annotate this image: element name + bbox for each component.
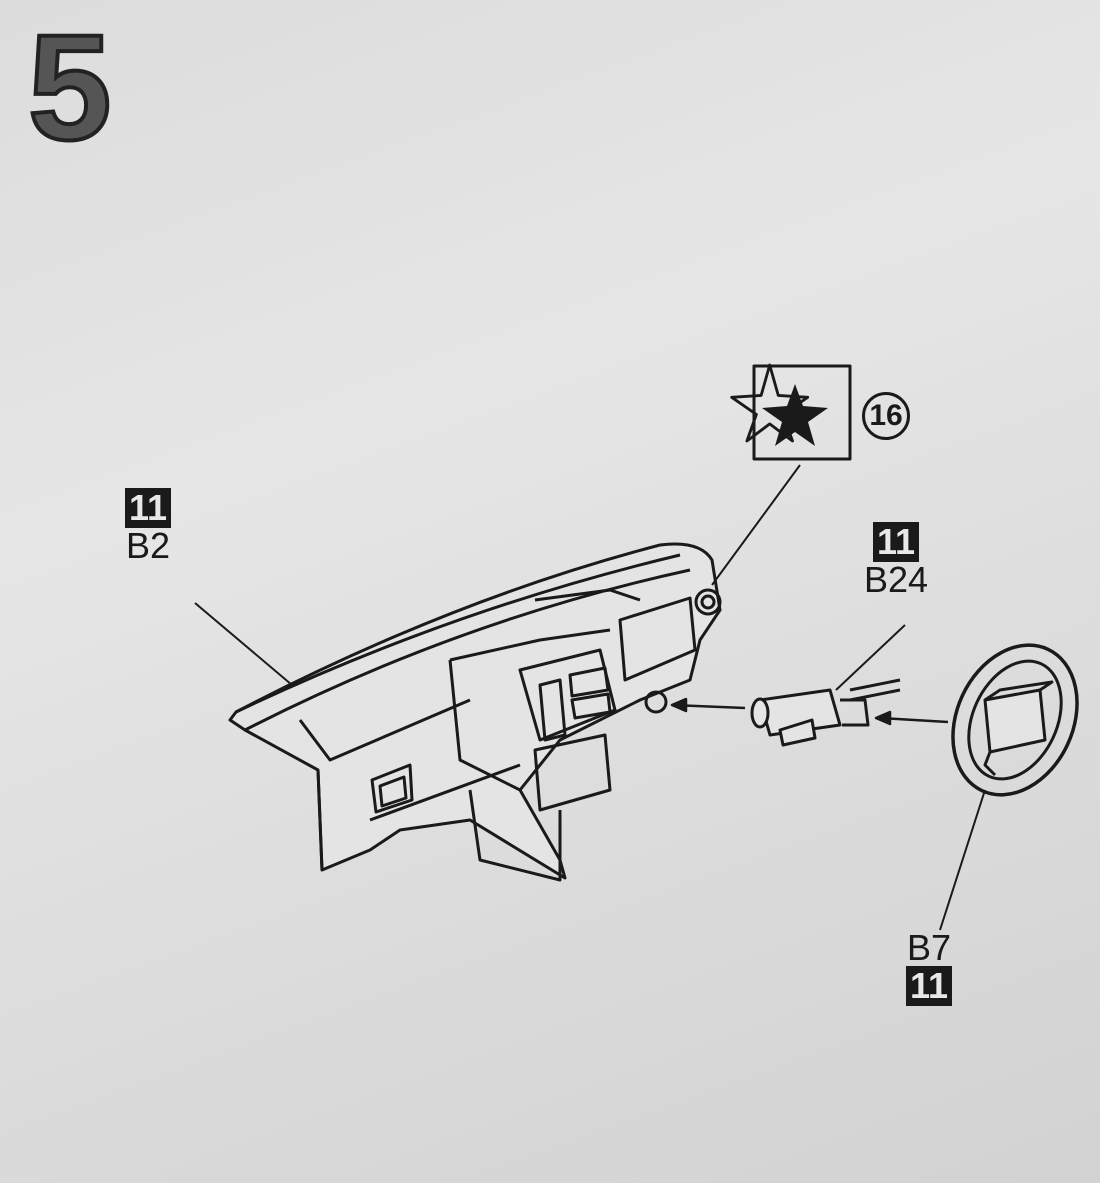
steering-column-part-b24: [750, 678, 901, 747]
dashboard-part-b2: [228, 542, 722, 882]
part-label-b2: 11 B2: [125, 488, 172, 566]
steering-wheel-part-b7: [951, 643, 1079, 797]
color-code-badge: 11: [873, 522, 920, 562]
part-label-b24: 11 B24: [864, 522, 928, 598]
star-decal-icon: [730, 363, 852, 461]
step-number: 5: [26, 3, 113, 171]
part-label-b7: B7 11: [906, 927, 953, 1006]
color-code-badge: 11: [906, 966, 953, 1006]
part-number: B2: [126, 525, 171, 566]
decal-number: 16: [862, 392, 910, 440]
part-number: B24: [864, 559, 929, 600]
part-number: B7: [907, 927, 952, 968]
color-code-badge: 11: [125, 488, 172, 528]
leader-lines: [194, 464, 986, 931]
assembly-arrows: [670, 697, 949, 726]
